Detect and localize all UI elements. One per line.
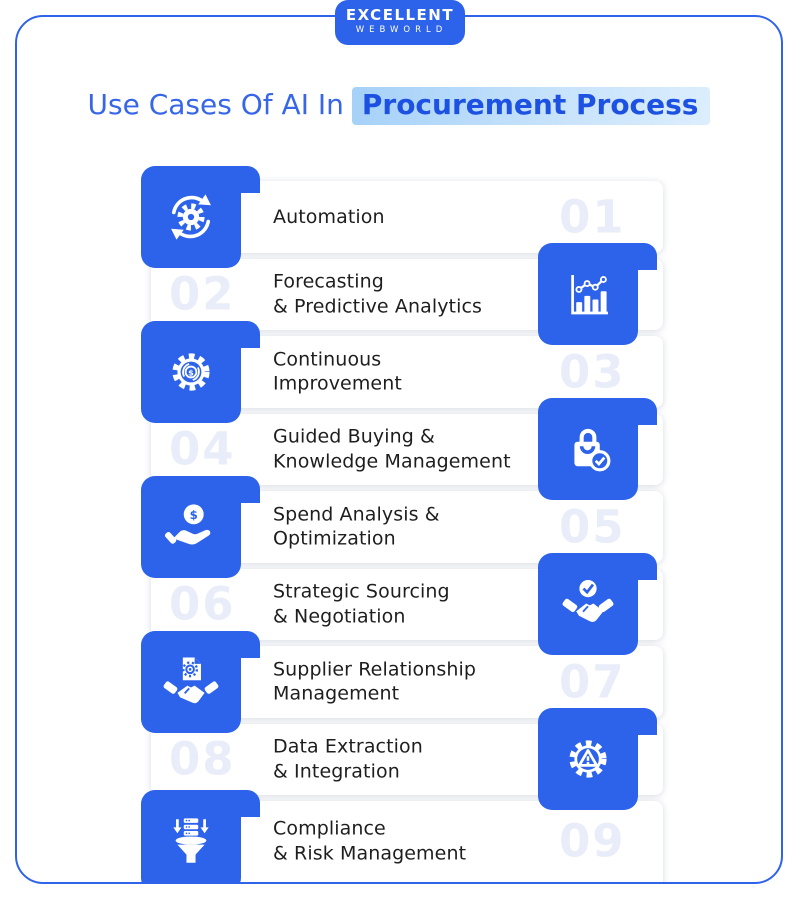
use-case-label: Strategic Sourcing & Negotiation — [273, 580, 450, 628]
row-number: 05 — [559, 500, 626, 554]
title-prefix: Use Cases Of AI In — [87, 88, 344, 121]
svg-text:$: $ — [188, 367, 194, 377]
use-case-row: 04 Guided Buying & Knowledge Management — [151, 398, 663, 501]
use-case-label: Automation — [273, 205, 385, 228]
use-case-label: Continuous Improvement — [273, 348, 402, 395]
icon-tile — [538, 243, 657, 346]
use-case-row: 07 Supplier Relationship Management — [141, 630, 663, 733]
handshake-check-icon — [562, 580, 614, 623]
use-case-label: Spend Analysis & Optimization — [273, 503, 440, 550]
icon-tile: $ — [141, 320, 260, 423]
icon-tile — [141, 630, 260, 733]
use-case-list: 01 Automation 02 Forecasting & Predictiv… — [141, 165, 663, 884]
use-case-row: 05 $ Spend Analysis & Optimization — [141, 475, 663, 578]
use-case-row: 06 Strategic Sourcing & Negotiation — [151, 553, 663, 656]
data-funnel-icon — [173, 818, 209, 863]
icon-tile — [141, 790, 260, 884]
row-number: 06 — [169, 577, 236, 631]
row-number: 04 — [169, 422, 236, 476]
row-number: 03 — [559, 345, 626, 399]
use-case-label: Compliance & Risk Management — [273, 817, 467, 865]
icon-tile — [538, 553, 657, 656]
icon-tile — [538, 708, 657, 811]
row-number: 07 — [559, 655, 626, 709]
row-number: 01 — [559, 190, 626, 244]
use-case-row: 09 Compliance & Risk Management — [141, 790, 663, 884]
shopping-bag-check-icon — [574, 429, 611, 472]
row-number: 02 — [169, 267, 236, 321]
bar-chart-trend-icon — [571, 275, 608, 315]
use-case-row: 01 Automation — [141, 165, 663, 268]
sync-gear-icon — [171, 194, 211, 240]
brand-name-line2: WEBWORLD — [355, 25, 448, 35]
gear-dollar-icon: $ — [172, 353, 210, 391]
document-gear-handshake-icon — [163, 657, 219, 703]
svg-text:$: $ — [190, 508, 198, 522]
use-case-label: Guided Buying & Knowledge Management — [273, 425, 511, 473]
row-number: 08 — [169, 732, 236, 786]
title-highlight: Procurement Process — [351, 87, 711, 125]
use-case-label: Supplier Relationship Management — [273, 658, 477, 705]
use-case-row: 02 Forecasting & Predictive Analytics — [151, 243, 663, 346]
row-number: 09 — [559, 814, 626, 868]
icon-tile: $ — [141, 475, 260, 578]
hand-coin-icon: $ — [164, 504, 211, 545]
use-case-row: 03 $ Continuous Improvement — [141, 320, 663, 423]
icon-tile — [141, 165, 260, 268]
use-case-label: Data Extraction & Integration — [273, 735, 423, 783]
icon-tile — [538, 398, 657, 501]
brand-name-line1: EXCELLENT — [345, 6, 455, 24]
use-case-label: Forecasting & Predictive Analytics — [273, 270, 483, 318]
use-case-row: 08 Data Extraction & Integration — [151, 708, 663, 811]
gear-warning-icon — [569, 740, 607, 778]
brand-logo-badge: EXCELLENT WEBWORLD — [335, 0, 465, 45]
